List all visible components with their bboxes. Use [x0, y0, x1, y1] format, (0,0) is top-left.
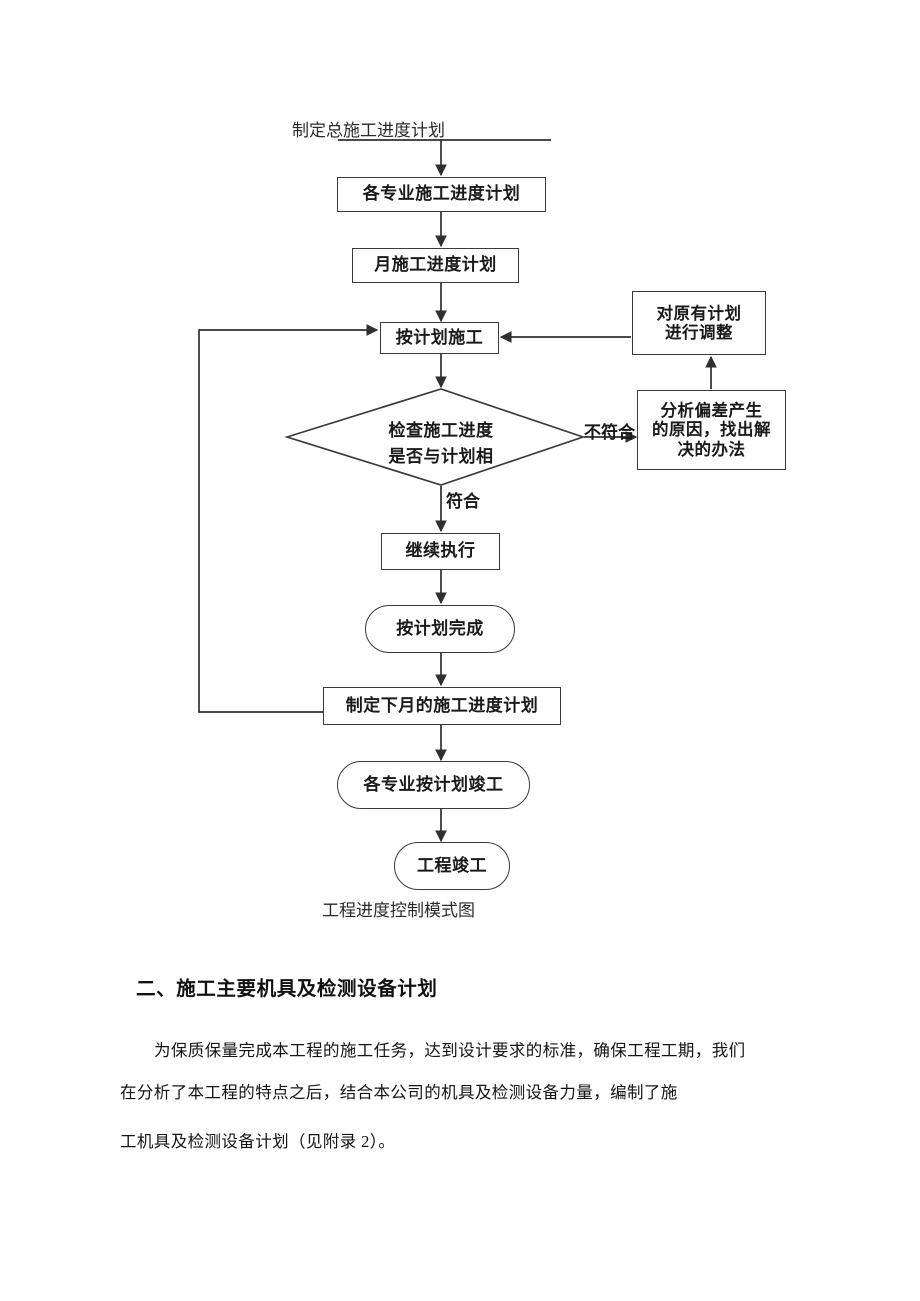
node-check-progress-decision[interactable]: 检查施工进度 是否与计划相: [346, 418, 536, 466]
node-monthly-plan[interactable]: 月施工进度计划: [352, 248, 519, 283]
paragraph-line-1: 为保质保量完成本工程的施工任务，达到设计要求的标准，确保工程工期，我们: [120, 1030, 800, 1072]
node-check-line-1: 检查施工进度: [388, 421, 494, 440]
node-analyze-line-3: 决的办法: [677, 439, 746, 459]
node-check-progress-label: 检查施工进度 是否与计划相: [346, 418, 536, 466]
node-analyze-deviation-label: 分析偏差产生 的原因，找出解 决的办法: [638, 401, 785, 459]
edge-label-not-conform: 不符合: [584, 423, 635, 442]
edge-label-conform: 符合: [446, 492, 480, 511]
node-project-complete[interactable]: 工程竣工: [394, 842, 510, 890]
node-complete-by-plan-label: 按计划完成: [396, 618, 484, 638]
node-construct-by-plan[interactable]: 按计划施工: [380, 322, 499, 354]
paragraph-line-3: 工机具及检测设备计划（见附录 2）。: [120, 1132, 396, 1151]
node-monthly-plan-label: 月施工进度计划: [374, 255, 497, 275]
section-heading: 二、施工主要机具及检测设备计划: [136, 978, 438, 1000]
process-flowchart: 制定总施工进度计划 各专业施工进度计划 月施工进度计划 按计划施工 对原有计划 …: [198, 121, 786, 920]
node-analyze-line-2: 的原因，找出解: [652, 420, 771, 440]
paragraph-line-2: 在分析了本工程的特点之后，结合本公司的机具及检测设备力量，编制了施: [120, 1083, 678, 1102]
node-analyze-line-1: 分析偏差产生: [660, 400, 763, 420]
check-decision-diamond: [284, 388, 586, 486]
flowchart-title-label: 制定总施工进度计划: [292, 121, 445, 140]
node-next-month-plan-label: 制定下月的施工进度计划: [345, 695, 539, 715]
node-specialty-plan-label: 各专业施工进度计划: [362, 184, 521, 204]
node-continue-execution[interactable]: 继续执行: [381, 533, 500, 570]
flowchart-connectors: [198, 139, 717, 843]
node-project-complete-label: 工程竣工: [417, 855, 487, 875]
node-adjust-original-plan[interactable]: 对原有计划 进行调整: [632, 291, 766, 355]
node-specialty-plan[interactable]: 各专业施工进度计划: [337, 177, 546, 212]
node-check-line-2: 是否与计划相: [388, 447, 494, 466]
node-continue-execution-label: 继续执行: [405, 541, 476, 561]
edge-feedback-loop: [198, 324, 379, 713]
node-next-month-plan[interactable]: 制定下月的施工进度计划: [323, 687, 561, 725]
flowchart-caption: 工程进度控制模式图: [322, 901, 475, 920]
node-adjust-original-plan-label: 对原有计划 进行调整: [633, 304, 765, 343]
section-paragraph: 为保质保量完成本工程的施工任务，达到设计要求的标准，确保工程工期，我们 在分析了…: [120, 1030, 800, 1114]
node-specialty-complete-label: 各专业按计划竣工: [363, 774, 504, 794]
node-specialty-complete[interactable]: 各专业按计划竣工: [337, 761, 530, 809]
node-adjust-line-1: 对原有计划: [656, 303, 742, 323]
node-complete-by-plan[interactable]: 按计划完成: [365, 605, 515, 653]
node-adjust-line-2: 进行调整: [665, 323, 733, 342]
node-analyze-deviation[interactable]: 分析偏差产生 的原因，找出解 决的办法: [637, 390, 786, 470]
paragraph-line-1-text: 为保质保量完成本工程的施工任务，达到设计要求的标准，确保工程工期，我们: [154, 1041, 746, 1060]
node-construct-by-plan-label: 按计划施工: [395, 327, 484, 347]
